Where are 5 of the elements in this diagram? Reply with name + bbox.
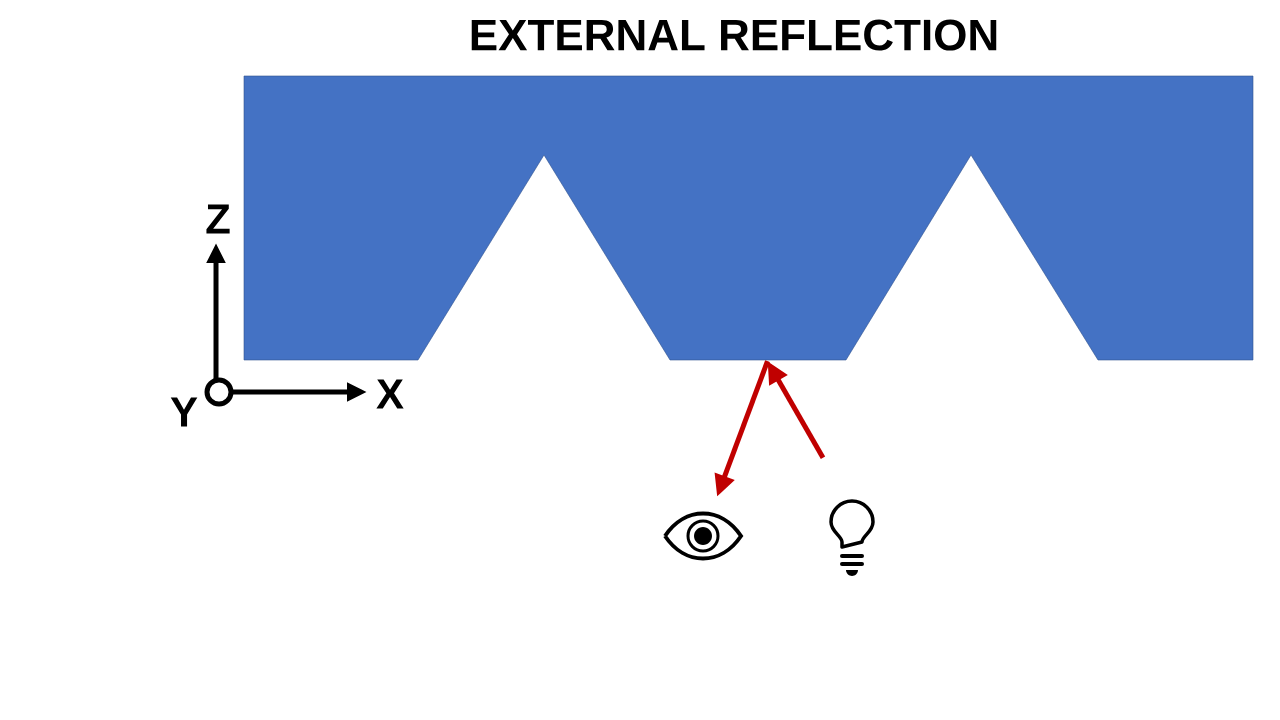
grating-block [243, 75, 1254, 361]
eye-icon [663, 511, 743, 561]
diagram-title: EXTERNAL REFLECTION [471, 19, 997, 51]
light-bulb-icon [829, 499, 875, 576]
axis-label: Y [170, 397, 198, 427]
